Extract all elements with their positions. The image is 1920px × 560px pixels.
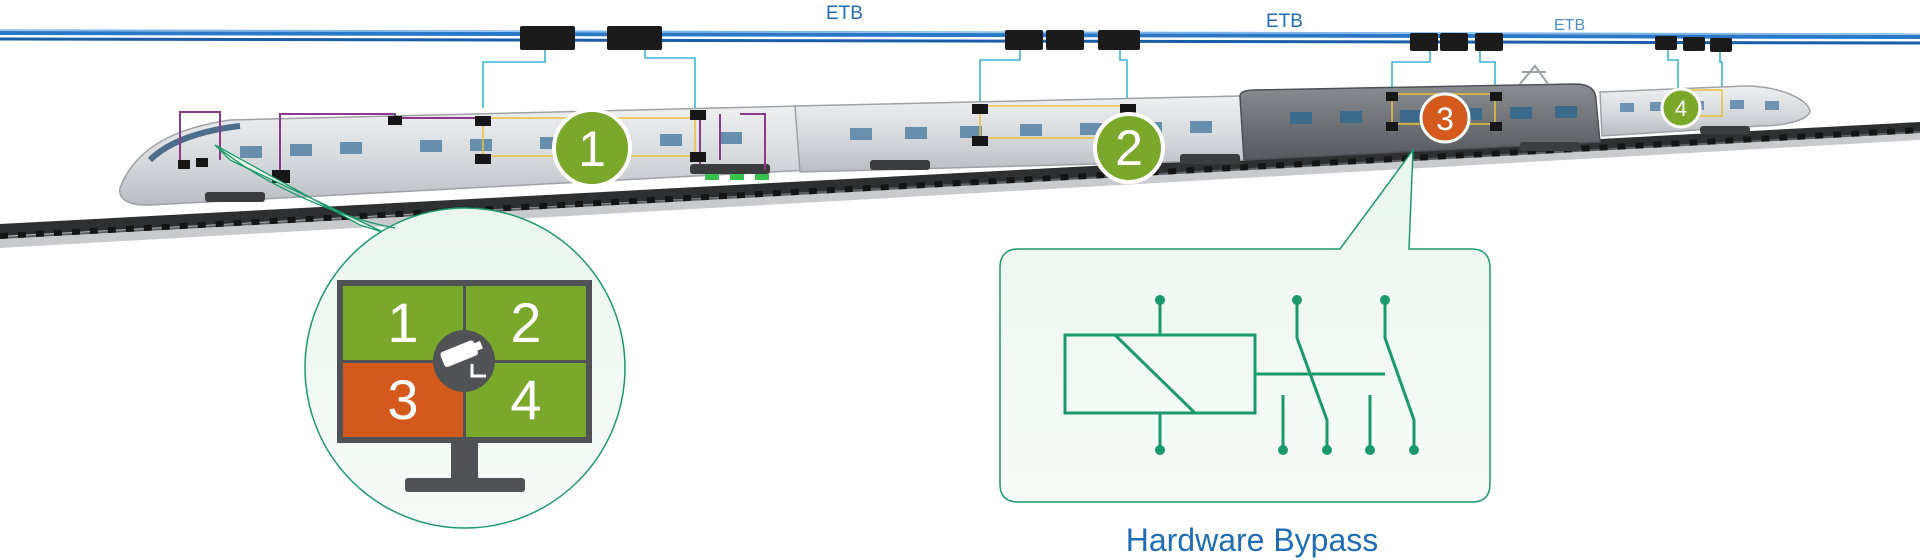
etb-label-1: ETB bbox=[826, 3, 863, 24]
quadrant-1-number: 1 bbox=[387, 291, 418, 354]
etb-drop-links bbox=[482, 50, 1723, 112]
etb-backbone bbox=[0, 29, 1920, 45]
relay-switch-icon bbox=[1063, 300, 1416, 450]
car-badge-4[interactable]: 4 bbox=[1660, 87, 1702, 129]
car-badge-3[interactable]: 3 bbox=[1419, 92, 1471, 144]
car-badge-1-number: 1 bbox=[578, 121, 606, 177]
car-badge-2-number: 2 bbox=[1115, 120, 1143, 176]
quadrant-2-number: 2 bbox=[510, 291, 541, 354]
rear-car bbox=[1599, 85, 1811, 137]
monitor-icon: 1 2 3 4 bbox=[337, 280, 592, 492]
lead-car bbox=[119, 105, 809, 206]
monitor-callout: 1 2 3 4 bbox=[214, 144, 626, 529]
security-camera-icon bbox=[433, 330, 495, 392]
car-badge-2[interactable]: 2 bbox=[1093, 112, 1165, 184]
etb-label-2: ETB bbox=[1266, 11, 1303, 32]
quadrant-3-number: 3 bbox=[387, 368, 418, 431]
bypass-callout bbox=[999, 147, 1491, 503]
etb-label-3: ETB bbox=[1554, 17, 1585, 34]
bypass-caption: Hardware Bypass bbox=[1126, 522, 1379, 558]
equipment-leds bbox=[705, 174, 769, 180]
quadrant-4-number: 4 bbox=[510, 368, 541, 431]
backbone-switches bbox=[520, 26, 1732, 52]
car-badge-4-number: 4 bbox=[1675, 96, 1687, 121]
car-badge-3-number: 3 bbox=[1436, 101, 1454, 137]
car-badge-1[interactable]: 1 bbox=[552, 108, 632, 188]
